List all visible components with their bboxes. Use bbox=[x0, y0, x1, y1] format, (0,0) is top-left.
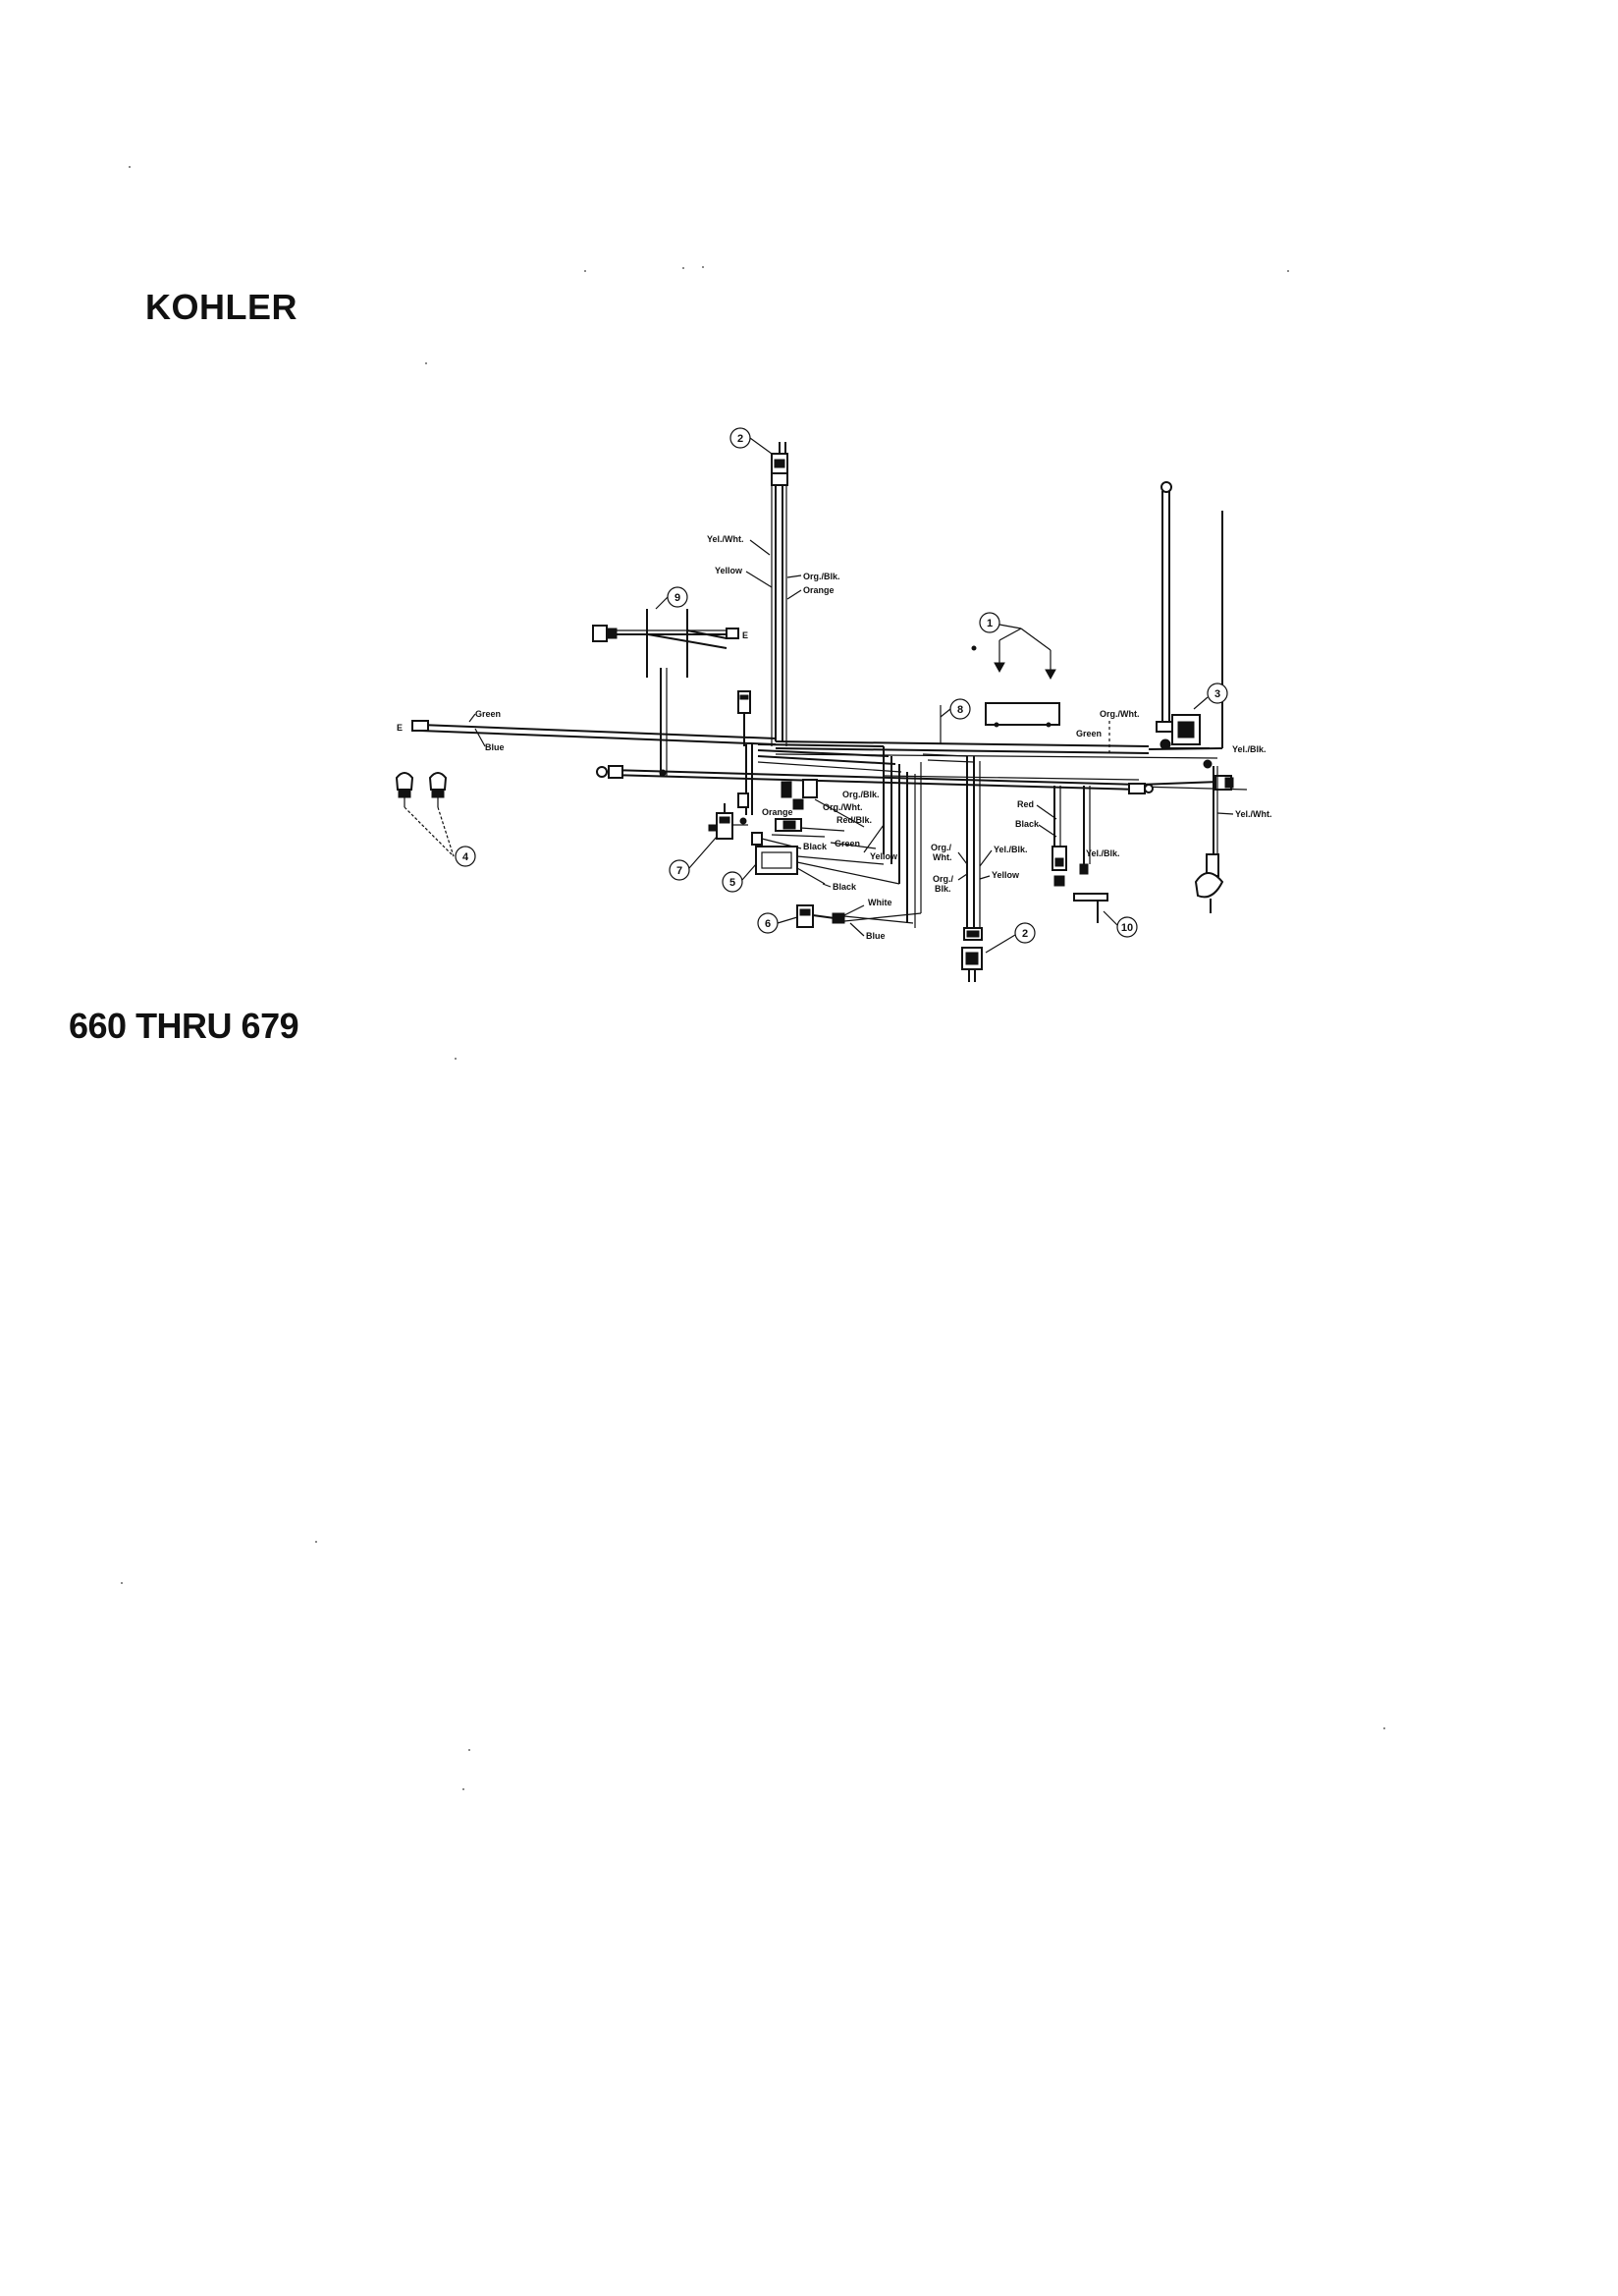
svg-text:Org./: Org./ bbox=[933, 874, 954, 884]
svg-text:Black: Black bbox=[833, 882, 857, 892]
top-plug-connector bbox=[771, 442, 788, 474]
part-4-light-bulbs bbox=[395, 772, 455, 857]
svg-text:Blue: Blue bbox=[866, 931, 886, 941]
lower-wire-labels: Black White Blue bbox=[822, 882, 892, 941]
svg-text:10: 10 bbox=[1121, 922, 1133, 934]
scan-specks bbox=[121, 166, 1385, 1790]
svg-text:Yel./Blk.: Yel./Blk. bbox=[1232, 744, 1267, 754]
svg-text:Org./Blk.: Org./Blk. bbox=[803, 572, 840, 581]
callout-7: 7 bbox=[669, 836, 718, 881]
part-1-screws bbox=[971, 640, 1056, 681]
part-10-key bbox=[1073, 893, 1108, 923]
svg-text:6: 6 bbox=[765, 918, 771, 930]
svg-text:Green: Green bbox=[475, 709, 501, 719]
svg-text:Org./Blk.: Org./Blk. bbox=[842, 790, 880, 799]
center-wire-labels: Org./Wht. Org./Blk. Red/Blk. Orange Blac… bbox=[751, 790, 898, 861]
part-8-terminal-bar bbox=[940, 702, 1060, 744]
callout-5: 5 bbox=[722, 863, 757, 893]
callout-4: 4 bbox=[455, 846, 476, 867]
svg-text:2: 2 bbox=[1022, 928, 1028, 940]
svg-text:Red: Red bbox=[1017, 799, 1034, 809]
svg-text:Org./: Org./ bbox=[931, 843, 952, 852]
svg-text:Green: Green bbox=[835, 839, 860, 848]
svg-text:2: 2 bbox=[737, 433, 743, 445]
svg-text:Green: Green bbox=[1076, 729, 1102, 738]
svg-text:Yellow: Yellow bbox=[992, 870, 1020, 880]
svg-text:Org./Wht.: Org./Wht. bbox=[823, 802, 863, 812]
svg-text:Black: Black bbox=[803, 842, 828, 851]
svg-text:Wht.: Wht. bbox=[933, 852, 952, 862]
svg-text:1: 1 bbox=[987, 618, 993, 629]
svg-text:4: 4 bbox=[462, 851, 469, 863]
svg-text:7: 7 bbox=[676, 865, 682, 877]
part-9-switch-harness: E bbox=[592, 609, 748, 776]
svg-text:E: E bbox=[397, 723, 403, 733]
bottom-wire-labels: Org./ Wht. Org./ Blk. Yel./Blk. Yellow bbox=[931, 843, 1028, 894]
svg-text:Blk.: Blk. bbox=[935, 884, 951, 894]
svg-text:5: 5 bbox=[729, 877, 735, 889]
brand-title: KOHLER bbox=[145, 287, 297, 327]
model-range-label: 660 THRU 679 bbox=[69, 1006, 299, 1046]
part-3-solenoid bbox=[1156, 481, 1210, 750]
svg-text:Orange: Orange bbox=[803, 585, 835, 595]
svg-text:Yel./Blk.: Yel./Blk. bbox=[994, 845, 1028, 854]
right-wire-labels: Org./Wht. Green Yel./Blk. Yel./Wht. bbox=[1076, 709, 1272, 913]
svg-text:Org./Wht.: Org./Wht. bbox=[1100, 709, 1140, 719]
callout-2-bottom: 2 bbox=[985, 922, 1036, 954]
part-5-module bbox=[755, 846, 900, 885]
svg-text:Yel./Blk.: Yel./Blk. bbox=[1086, 848, 1120, 858]
left-wire-labels: Green Blue bbox=[468, 709, 505, 752]
svg-text:E: E bbox=[742, 630, 748, 640]
svg-text:3: 3 bbox=[1214, 688, 1220, 700]
svg-text:Yel./Wht.: Yel./Wht. bbox=[1235, 809, 1272, 819]
callout-9: 9 bbox=[655, 586, 688, 610]
callout-6: 6 bbox=[757, 912, 798, 934]
top-wire-labels: Yel./Wht. Org./Blk. Yellow Orange bbox=[707, 534, 840, 600]
callout-2-top: 2 bbox=[729, 427, 773, 455]
callout-8: 8 bbox=[949, 698, 971, 720]
callout-10: 10 bbox=[1103, 910, 1138, 938]
svg-text:Orange: Orange bbox=[762, 807, 793, 817]
svg-text:White: White bbox=[868, 898, 892, 907]
svg-text:9: 9 bbox=[674, 592, 680, 604]
svg-text:Yellow: Yellow bbox=[870, 851, 898, 861]
bottom-plug-connector bbox=[961, 927, 983, 982]
part-7-switch bbox=[708, 803, 748, 840]
right-center-connectors: Red Black Yel./Blk. bbox=[1015, 786, 1120, 887]
center-connectors bbox=[737, 690, 818, 825]
callout-1: 1 bbox=[979, 612, 1052, 651]
svg-text:Black: Black bbox=[1015, 819, 1040, 829]
main-harness: E bbox=[397, 470, 1248, 928]
svg-text:Red/Blk.: Red/Blk. bbox=[836, 815, 872, 825]
svg-text:Blue: Blue bbox=[485, 742, 505, 752]
part-6-plug bbox=[796, 904, 922, 928]
svg-text:8: 8 bbox=[957, 704, 963, 716]
callout-3: 3 bbox=[1193, 683, 1228, 710]
svg-text:Yel./Wht.: Yel./Wht. bbox=[707, 534, 744, 544]
svg-text:Yellow: Yellow bbox=[715, 566, 743, 575]
